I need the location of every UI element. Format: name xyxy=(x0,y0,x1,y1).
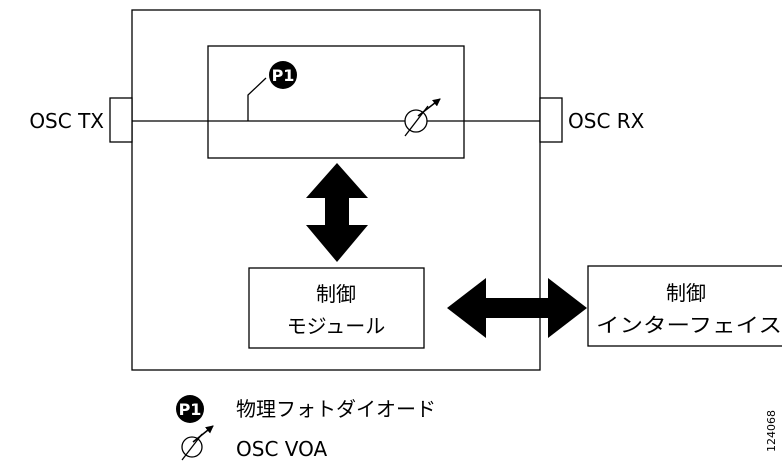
legend-voa-icon xyxy=(181,425,214,461)
control-module-box xyxy=(248,267,425,349)
control-interface-box xyxy=(587,265,782,347)
horizontal-bidirectional-arrow xyxy=(447,278,587,338)
legend-voa-text: OSC VOA xyxy=(236,437,327,461)
control-interface-label-line1: 制御 xyxy=(666,281,706,305)
osc-rx-label: OSC RX xyxy=(568,109,645,133)
legend-photodiode-badge-label: P1 xyxy=(179,400,202,419)
voa-icon xyxy=(404,98,441,137)
osc-rx-connector xyxy=(539,97,563,143)
vertical-bidirectional-arrow xyxy=(306,163,368,262)
photodiode-badge-label: P1 xyxy=(272,66,295,85)
photodiode-badge xyxy=(269,61,297,89)
legend-photodiode-text: 物理フォトダイオード xyxy=(236,397,436,421)
optical-path-box xyxy=(207,45,465,159)
legend-photodiode-badge xyxy=(176,395,204,423)
control-interface-label-line2: インターフェイス xyxy=(596,313,782,337)
osc-tx-label: OSC TX xyxy=(29,109,104,133)
photodiode-tap-line xyxy=(247,77,267,121)
osc-tx-connector xyxy=(109,97,133,143)
osc-module-box xyxy=(131,9,541,371)
control-module-label-line1: 制御 xyxy=(316,282,356,306)
figure-number: 124068 xyxy=(765,410,778,452)
control-module-label-line2: モジュール xyxy=(287,314,386,338)
